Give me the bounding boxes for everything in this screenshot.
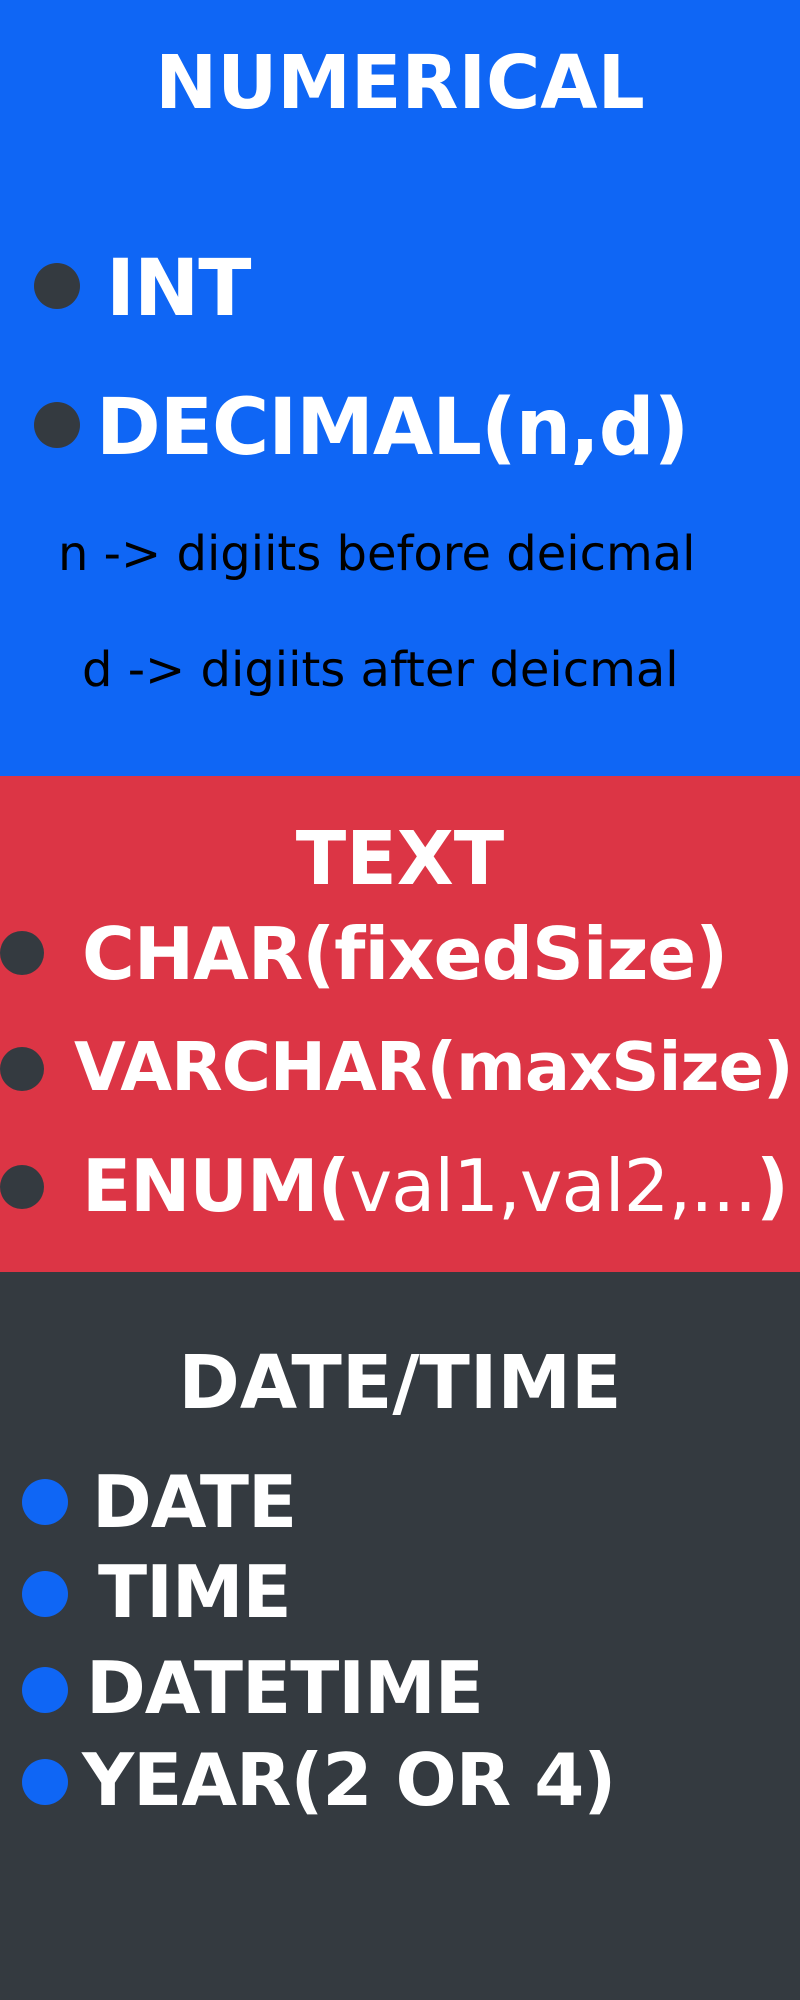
- numerical-section: NUMERICAL INT DECIMAL(n,d) n -> digiits …: [0, 0, 800, 776]
- enum-keyword: ENUM(: [82, 1144, 350, 1228]
- datetime-section: DATE/TIME DATE TIME DATETIME YEAR(2 OR 4…: [0, 1272, 800, 2000]
- bullet-dot-icon: [22, 1479, 68, 1525]
- datetime-item-time: TIME: [98, 1550, 292, 1634]
- text-item-char: CHAR(fixedSize): [82, 912, 728, 996]
- datetime-title: DATE/TIME: [178, 1340, 622, 1426]
- enum-values: val1,val2,...: [349, 1144, 757, 1228]
- bullet-dot-icon: [0, 1047, 44, 1091]
- decimal-note-d: d -> digiits after deicmal: [82, 642, 679, 698]
- bullet-dot-icon: [34, 263, 80, 309]
- bullet-dot-icon: [22, 1759, 68, 1805]
- text-title: TEXT: [295, 816, 505, 902]
- bullet-dot-icon: [22, 1571, 68, 1617]
- text-item-enum: ENUM(val1,val2,...): [82, 1150, 789, 1222]
- numerical-item-int: INT: [106, 244, 252, 334]
- datetime-item-date: DATE: [92, 1460, 297, 1544]
- bullet-dot-icon: [34, 402, 80, 448]
- datetime-item-datetime: DATETIME: [86, 1646, 484, 1730]
- bullet-dot-icon: [0, 931, 44, 975]
- text-item-varchar: VARCHAR(maxSize): [74, 1028, 794, 1106]
- numerical-title: NUMERICAL: [155, 40, 645, 126]
- text-section: TEXT CHAR(fixedSize) VARCHAR(maxSize) EN…: [0, 776, 800, 1272]
- bullet-dot-icon: [0, 1165, 44, 1209]
- datetime-item-year: YEAR(2 OR 4): [82, 1738, 616, 1822]
- numerical-item-decimal: DECIMAL(n,d): [96, 383, 689, 473]
- bullet-dot-icon: [22, 1667, 68, 1713]
- enum-close: ): [756, 1144, 789, 1228]
- decimal-note-n: n -> digiits before deicmal: [58, 526, 696, 582]
